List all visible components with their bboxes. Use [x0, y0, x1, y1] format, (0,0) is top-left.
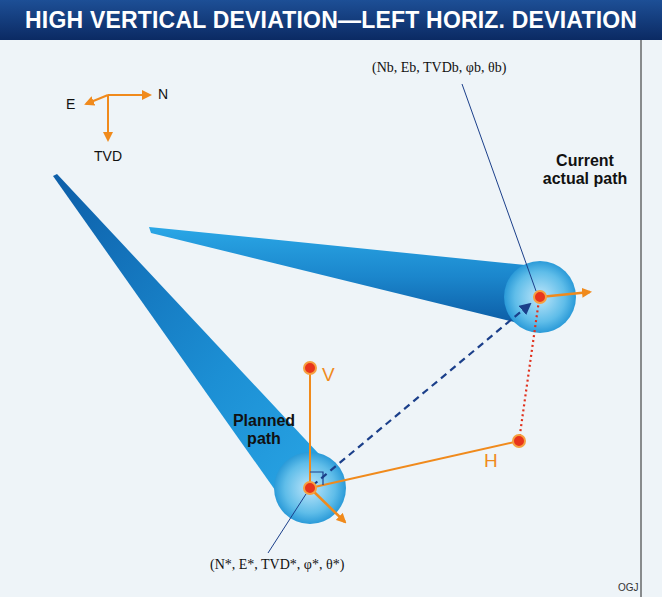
planned-cone [53, 174, 333, 507]
coordinate-label: (Nb, Eb, TVDb, φb, θb) [372, 60, 506, 76]
red-dotted-line [519, 300, 539, 441]
leader-line [462, 84, 536, 291]
axis-arrows [86, 95, 150, 140]
credit-label: OGJ [618, 582, 639, 593]
title-text: HIGH VERTICAL DEVIATION—LEFT HORIZ. DEVI… [25, 7, 637, 34]
leader-line [268, 494, 306, 553]
deviation-label: V [322, 364, 335, 386]
path-label: Current actual path [540, 152, 630, 189]
deviation-arrow [312, 304, 530, 486]
axis-label: N [158, 86, 168, 102]
title-bar [0, 0, 662, 40]
path-label: Planned path [228, 412, 300, 449]
point-dots [304, 291, 546, 494]
current-glow [504, 261, 576, 333]
current-cone [149, 227, 545, 327]
current-direction [540, 292, 590, 297]
coordinate-label: (N*, E*, TVD*, φ*, θ*) [210, 557, 344, 573]
planned-direction [310, 488, 345, 522]
deviation-lines [310, 370, 519, 488]
frame-line [641, 40, 642, 597]
axis-label: TVD [94, 148, 122, 164]
axis-label: E [66, 96, 75, 112]
deviation-label: H [484, 450, 498, 472]
